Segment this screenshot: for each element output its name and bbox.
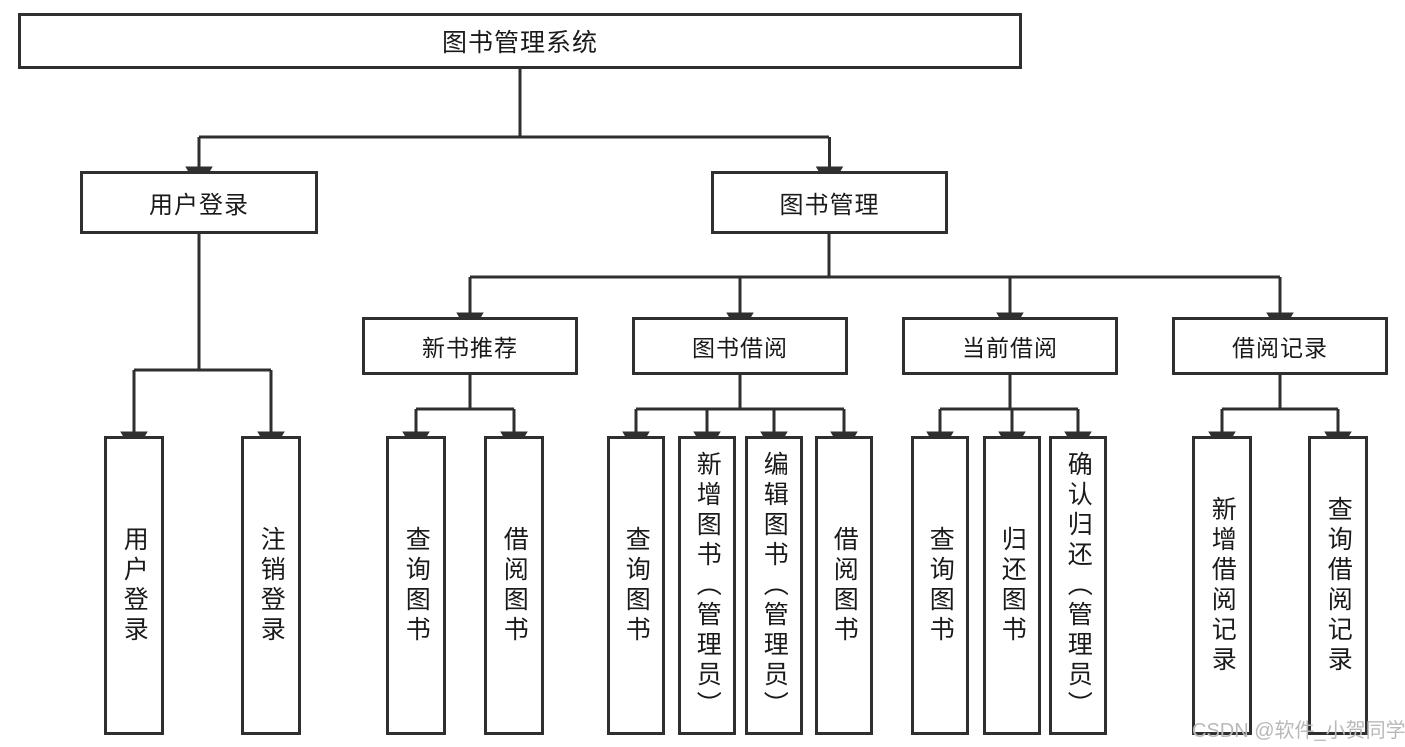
node-leaf-4[interactable]: 借阅图书 [484, 436, 544, 735]
node-leaf-11[interactable]: 确认归还（管理员） [1049, 436, 1107, 735]
node-label: 查询图书 [926, 525, 955, 646]
node-leaf-13[interactable]: 查询借阅记录 [1308, 436, 1368, 735]
node-label: 归还图书 [998, 525, 1027, 646]
node-leaf-2[interactable]: 注销登录 [241, 436, 301, 735]
node-l3-record[interactable]: 借阅记录 [1172, 317, 1388, 375]
node-leaf-1[interactable]: 用户登录 [104, 436, 164, 735]
node-label: 查询图书 [402, 525, 431, 646]
node-label: 当前借阅 [962, 335, 1058, 361]
node-leaf-8[interactable]: 借阅图书 [815, 436, 873, 735]
node-label: 新书推荐 [422, 335, 518, 361]
node-label: 图书借阅 [692, 335, 788, 361]
node-leaf-6[interactable]: 新增图书（管理员） [678, 436, 736, 735]
node-label: 借阅图书 [500, 525, 529, 646]
node-leaf-7[interactable]: 编辑图书（管理员） [745, 436, 803, 735]
node-label: 新增图书（管理员） [693, 450, 722, 721]
node-label: 图书管理 [779, 192, 880, 219]
node-label: 图书管理系统 [441, 29, 598, 57]
node-leaf-5[interactable]: 查询图书 [607, 436, 665, 735]
node-root[interactable]: 图书管理系统 [18, 13, 1022, 69]
node-label: 确认归还（管理员） [1064, 450, 1093, 721]
node-l2-bookmgr[interactable]: 图书管理 [711, 171, 948, 234]
node-label: 编辑图书（管理员） [760, 450, 789, 721]
node-label: 借阅记录 [1232, 335, 1328, 361]
node-leaf-3[interactable]: 查询图书 [386, 436, 446, 735]
node-label: 新增借阅记录 [1208, 495, 1237, 676]
node-leaf-9[interactable]: 查询图书 [911, 436, 969, 735]
node-leaf-12[interactable]: 新增借阅记录 [1192, 436, 1252, 735]
node-l3-current[interactable]: 当前借阅 [902, 317, 1118, 375]
node-label: 注销登录 [257, 525, 286, 646]
node-leaf-10[interactable]: 归还图书 [983, 436, 1041, 735]
node-label: 用户登录 [120, 525, 149, 646]
node-label: 查询图书 [622, 525, 651, 646]
node-l2-login[interactable]: 用户登录 [80, 171, 318, 234]
node-l3-borrow[interactable]: 图书借阅 [632, 317, 848, 375]
node-label: 用户登录 [149, 192, 249, 219]
node-l3-newbook[interactable]: 新书推荐 [362, 317, 578, 375]
node-label: 查询借阅记录 [1324, 495, 1353, 676]
node-label: 借阅图书 [830, 525, 859, 646]
